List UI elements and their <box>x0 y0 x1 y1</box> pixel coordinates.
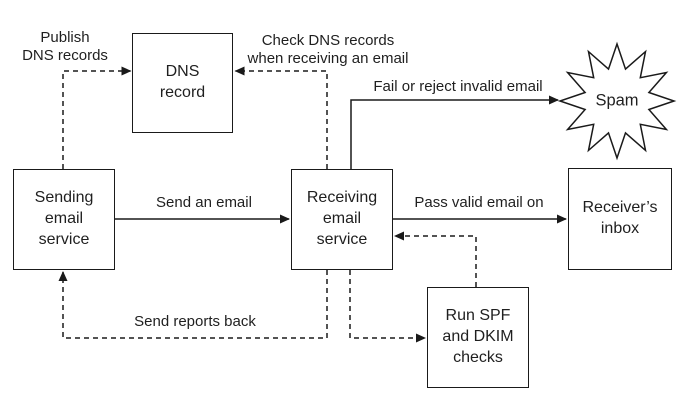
edge-check-results <box>394 231 477 287</box>
node-receiving-email-service: Receiving email service <box>291 169 393 270</box>
edge-label-send-reports-back: Send reports back <box>134 313 256 330</box>
edge-publish-dns-records <box>62 66 132 169</box>
node-receiving-email-service-label: Receiving email service <box>306 189 378 248</box>
edge-check-dns-records <box>234 66 328 169</box>
spam-label: Spam <box>595 91 639 110</box>
edge-send-reports-back <box>58 270 328 339</box>
node-sending-email-service-label: Sending email service <box>34 189 94 248</box>
edge-fail-or-reject <box>350 95 559 169</box>
edge-label-publish-dns-records: Publish DNS records <box>22 29 108 64</box>
edge-run-checks <box>349 270 426 343</box>
node-receivers-inbox: Receiver’s inbox <box>568 168 672 270</box>
node-dns-record: DNS record <box>132 33 233 133</box>
edge-label-send-an-email: Send an email <box>156 194 252 211</box>
node-dns-record-label: DNS record <box>159 63 206 101</box>
edge-label-fail-or-reject: Fail or reject invalid email <box>373 78 543 95</box>
node-spf-dkim-checks-label: Run SPF and DKIM checks <box>442 307 514 366</box>
edge-label-check-dns-records: Check DNS records when receiving an emai… <box>247 32 409 67</box>
node-spf-dkim-checks: Run SPF and DKIM checks <box>427 287 529 388</box>
spam-starburst <box>557 41 677 161</box>
node-sending-email-service: Sending email service <box>13 169 115 270</box>
node-receivers-inbox-label: Receiver’s inbox <box>582 199 658 237</box>
edge-label-pass-valid-email: Pass valid email on <box>414 194 544 211</box>
